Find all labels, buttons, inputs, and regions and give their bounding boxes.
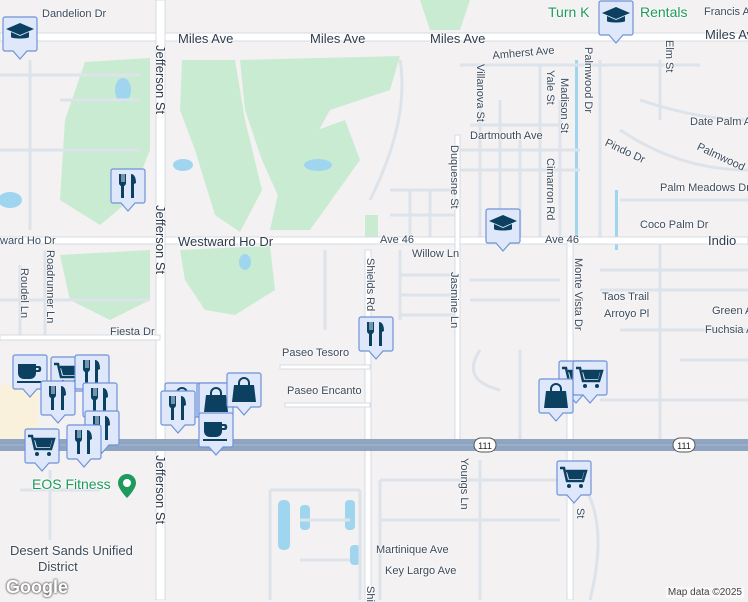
map-marker-bag[interactable] [538,378,574,422]
map-marker-cart[interactable] [24,428,60,472]
minor-roads [0,59,748,600]
poi-label-turn-key-rentals[interactable]: Turn K [548,4,590,20]
road-label: Paseo Encanto [287,385,362,397]
road-label: Cimarron Rd [544,158,556,221]
map-marker-school[interactable] [485,208,521,252]
coffee-icon [17,364,42,383]
road-label: Dartmouth Ave [470,130,543,142]
poi-label-eos-fitness[interactable]: EOS Fitness [32,476,111,492]
road-label: Martinique Ave [376,544,449,556]
road-label: ward Ho Dr [0,235,56,247]
road-label: Youngs Ln [458,458,470,510]
map-marker-school[interactable] [598,0,634,44]
google-logo[interactable]: Google [6,577,68,597]
road-label: Palmwood Dr [582,47,594,114]
highway-shield: 111 [672,437,696,453]
cart-icon [576,366,604,388]
road-label: Willow Ln [412,248,460,260]
road-label: St [574,508,586,519]
food-icon [91,388,108,412]
school-icon [602,7,630,23]
road-label: Madison St [558,78,570,134]
golf-course [60,0,470,320]
cart-icon [28,434,56,456]
road-label: Dandelion Dr [42,8,107,20]
road-label: Arroyo Pl [604,308,650,320]
road-label: Ave 46 [545,234,580,246]
road-label: Indio [708,233,737,248]
poi-label-desert-sands[interactable]: District [38,559,78,574]
road-label: Elm St [663,40,675,73]
road-label: Miles Ave [178,31,234,46]
svg-text:111: 111 [677,441,691,451]
food-icon [169,396,186,420]
road-label: Key Largo Ave [385,565,457,577]
map-marker-food[interactable] [40,380,76,424]
road-label: Jefferson St [153,205,168,275]
bag-icon [544,383,568,408]
road-label: Miles Ave [430,31,486,46]
road-label: Roadrunner Ln [44,250,56,324]
map-marker-coffee[interactable] [12,354,48,398]
map-marker-cart[interactable] [572,360,608,404]
road-label: Yale St [544,70,556,105]
coffee-icon [203,422,228,441]
road-label: Taos Trail [602,291,650,303]
road-label: Ave 46 [380,234,415,246]
poi-label-turn-key-rentals[interactable]: Rentals [640,4,688,20]
cart-icon [560,466,588,488]
road-label: Monte Vista Dr [572,258,584,331]
road-label: Shields Rd [364,258,376,312]
road-label: Paseo Tesoro [282,347,350,359]
road-label: Fiesta Dr [110,326,155,338]
food-icon [119,174,136,198]
school-icon [489,215,517,231]
bag-icon [232,377,256,402]
map-marker-food[interactable] [160,390,196,434]
poi-label-desert-sands[interactable]: Desert Sands Unified [10,543,133,558]
food-icon [49,386,66,410]
map-marker-school[interactable] [2,16,38,60]
road-label: Duquesne St [448,145,460,209]
road-label: Jefferson St [153,45,168,115]
road-label: Villanova St [474,64,486,122]
road-label: Miles Ave [310,31,366,46]
road-label: Palm Meadows Dr [660,182,748,194]
map-marker-food[interactable] [358,316,394,360]
place-pin-icon[interactable] [118,474,136,498]
road-label: Date Palm A [690,116,748,128]
road-label: Jasmine Ln [448,272,460,329]
food-icon [367,322,384,346]
road-label: Roudel Ln [18,268,30,319]
food-icon [75,430,92,454]
bag-icon [204,387,228,412]
map-marker-food[interactable] [110,168,146,212]
map-marker-bag[interactable] [226,372,262,416]
road-label: Fuchsia A [705,324,748,336]
school-icon [6,23,34,39]
road-label: Westward Ho Dr [178,234,274,249]
road-label: Jefferson St [153,455,168,525]
highway-shield: 111 [473,437,497,453]
road-label: Miles Ave [705,27,748,42]
road-label: Green A [712,305,748,317]
road-label: Francis A [704,6,748,18]
road-label: Coco Palm Dr [640,219,709,231]
map-marker-coffee[interactable] [198,412,234,456]
svg-text:111: 111 [478,441,492,451]
map-marker-cart[interactable] [556,460,592,504]
map-attribution[interactable]: Map data ©2025 [665,587,744,598]
food-icon [83,360,100,384]
map-marker-food[interactable] [66,424,102,468]
